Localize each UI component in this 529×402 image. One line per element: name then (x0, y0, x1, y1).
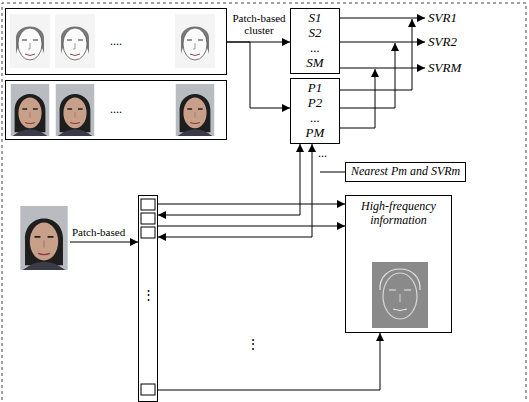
node-text: SM (306, 56, 323, 71)
node-text: S2 (309, 26, 322, 41)
edge-label: Patch-based cluster (228, 12, 290, 36)
connector-arrow (158, 226, 345, 227)
node-text: High-frequency information (349, 200, 448, 228)
node-text: ... (310, 111, 320, 126)
connector-arrow (227, 42, 290, 108)
photo-cluster-box: P1P2...PM (290, 78, 340, 144)
node-text: PM (306, 126, 325, 141)
label-text: SVR1 (428, 10, 457, 26)
label-text: Patch-based (72, 226, 125, 238)
high-frequency-box: High-frequency information (345, 195, 452, 333)
sketch-cluster-box: S1S2...SM (290, 8, 340, 74)
label-text: ... (318, 146, 327, 161)
node-text: .... (110, 35, 122, 49)
node-text: P2 (308, 96, 322, 111)
node-text: S1 (309, 11, 322, 26)
node-text: ⋮ (142, 288, 155, 303)
label-text: ⋮ (246, 336, 260, 353)
patch-column: ⋮ (138, 195, 158, 402)
photo-set-box: .... (5, 80, 227, 140)
node-text: ... (310, 41, 320, 56)
node-text: P1 (308, 81, 322, 96)
connector-arrow (158, 204, 345, 205)
nearest-box: Nearest Pm and SVRm (345, 162, 466, 182)
label-text: SVRM (428, 60, 461, 76)
label-text: SVR2 (428, 34, 457, 50)
sketch-set-box: .... (5, 8, 227, 75)
connector-arrow (158, 333, 380, 390)
node-text: .... (110, 103, 122, 117)
node-text: Nearest Pm and SVRm (351, 165, 460, 179)
connector-arrow (158, 144, 312, 237)
